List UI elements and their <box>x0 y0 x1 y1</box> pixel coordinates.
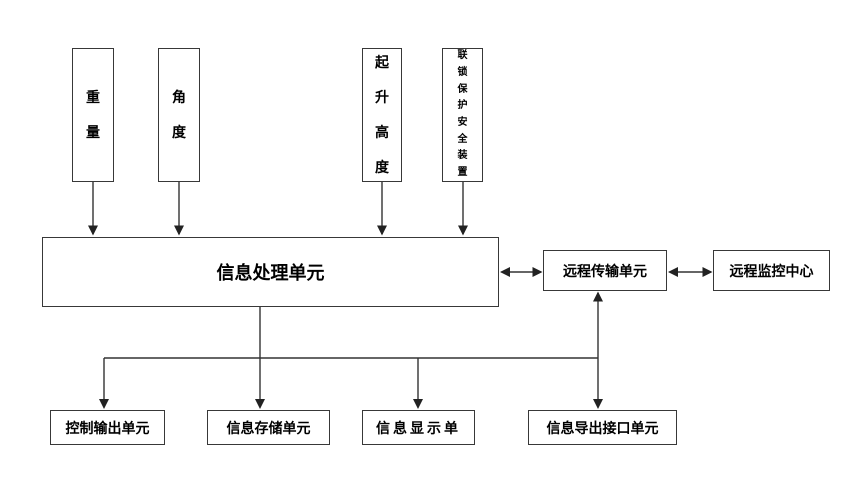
node-info-export-interface-unit: 信息导出接口单元 <box>528 410 677 445</box>
node-remote-monitoring-center: 远程监控中心 <box>713 250 830 291</box>
node-lifting-height: 起升高度 <box>362 48 402 182</box>
node-processing-unit-label: 信息处理单元 <box>216 263 325 283</box>
node-info-display-unit: 信息显示单 <box>362 410 475 445</box>
node-remote-transmission-unit-label: 远程传输单元 <box>563 262 647 279</box>
node-remote-monitoring-center-label: 远程监控中心 <box>729 262 814 279</box>
node-weight-label: 重量 <box>86 89 100 140</box>
node-control-output-unit-label: 控制输出单元 <box>65 419 150 436</box>
node-info-display-unit-label: 信息显示单 <box>376 419 461 436</box>
node-weight: 重量 <box>72 48 114 182</box>
node-angle: 角度 <box>158 48 200 182</box>
node-control-output-unit: 控制输出单元 <box>50 410 165 445</box>
node-interlock-safety-device: 联锁保护安全装置 <box>442 48 483 182</box>
node-angle-label: 角度 <box>172 89 186 140</box>
node-lifting-height-label: 起升高度 <box>375 54 389 175</box>
node-info-export-interface-unit-label: 信息导出接口单元 <box>546 419 659 436</box>
node-remote-transmission-unit: 远程传输单元 <box>543 250 667 291</box>
node-interlock-safety-device-label: 联锁保护安全装置 <box>457 50 468 179</box>
node-processing-unit: 信息处理单元 <box>42 237 499 307</box>
node-info-storage-unit-label: 信息存储单元 <box>226 419 311 436</box>
node-info-storage-unit: 信息存储单元 <box>207 410 330 445</box>
